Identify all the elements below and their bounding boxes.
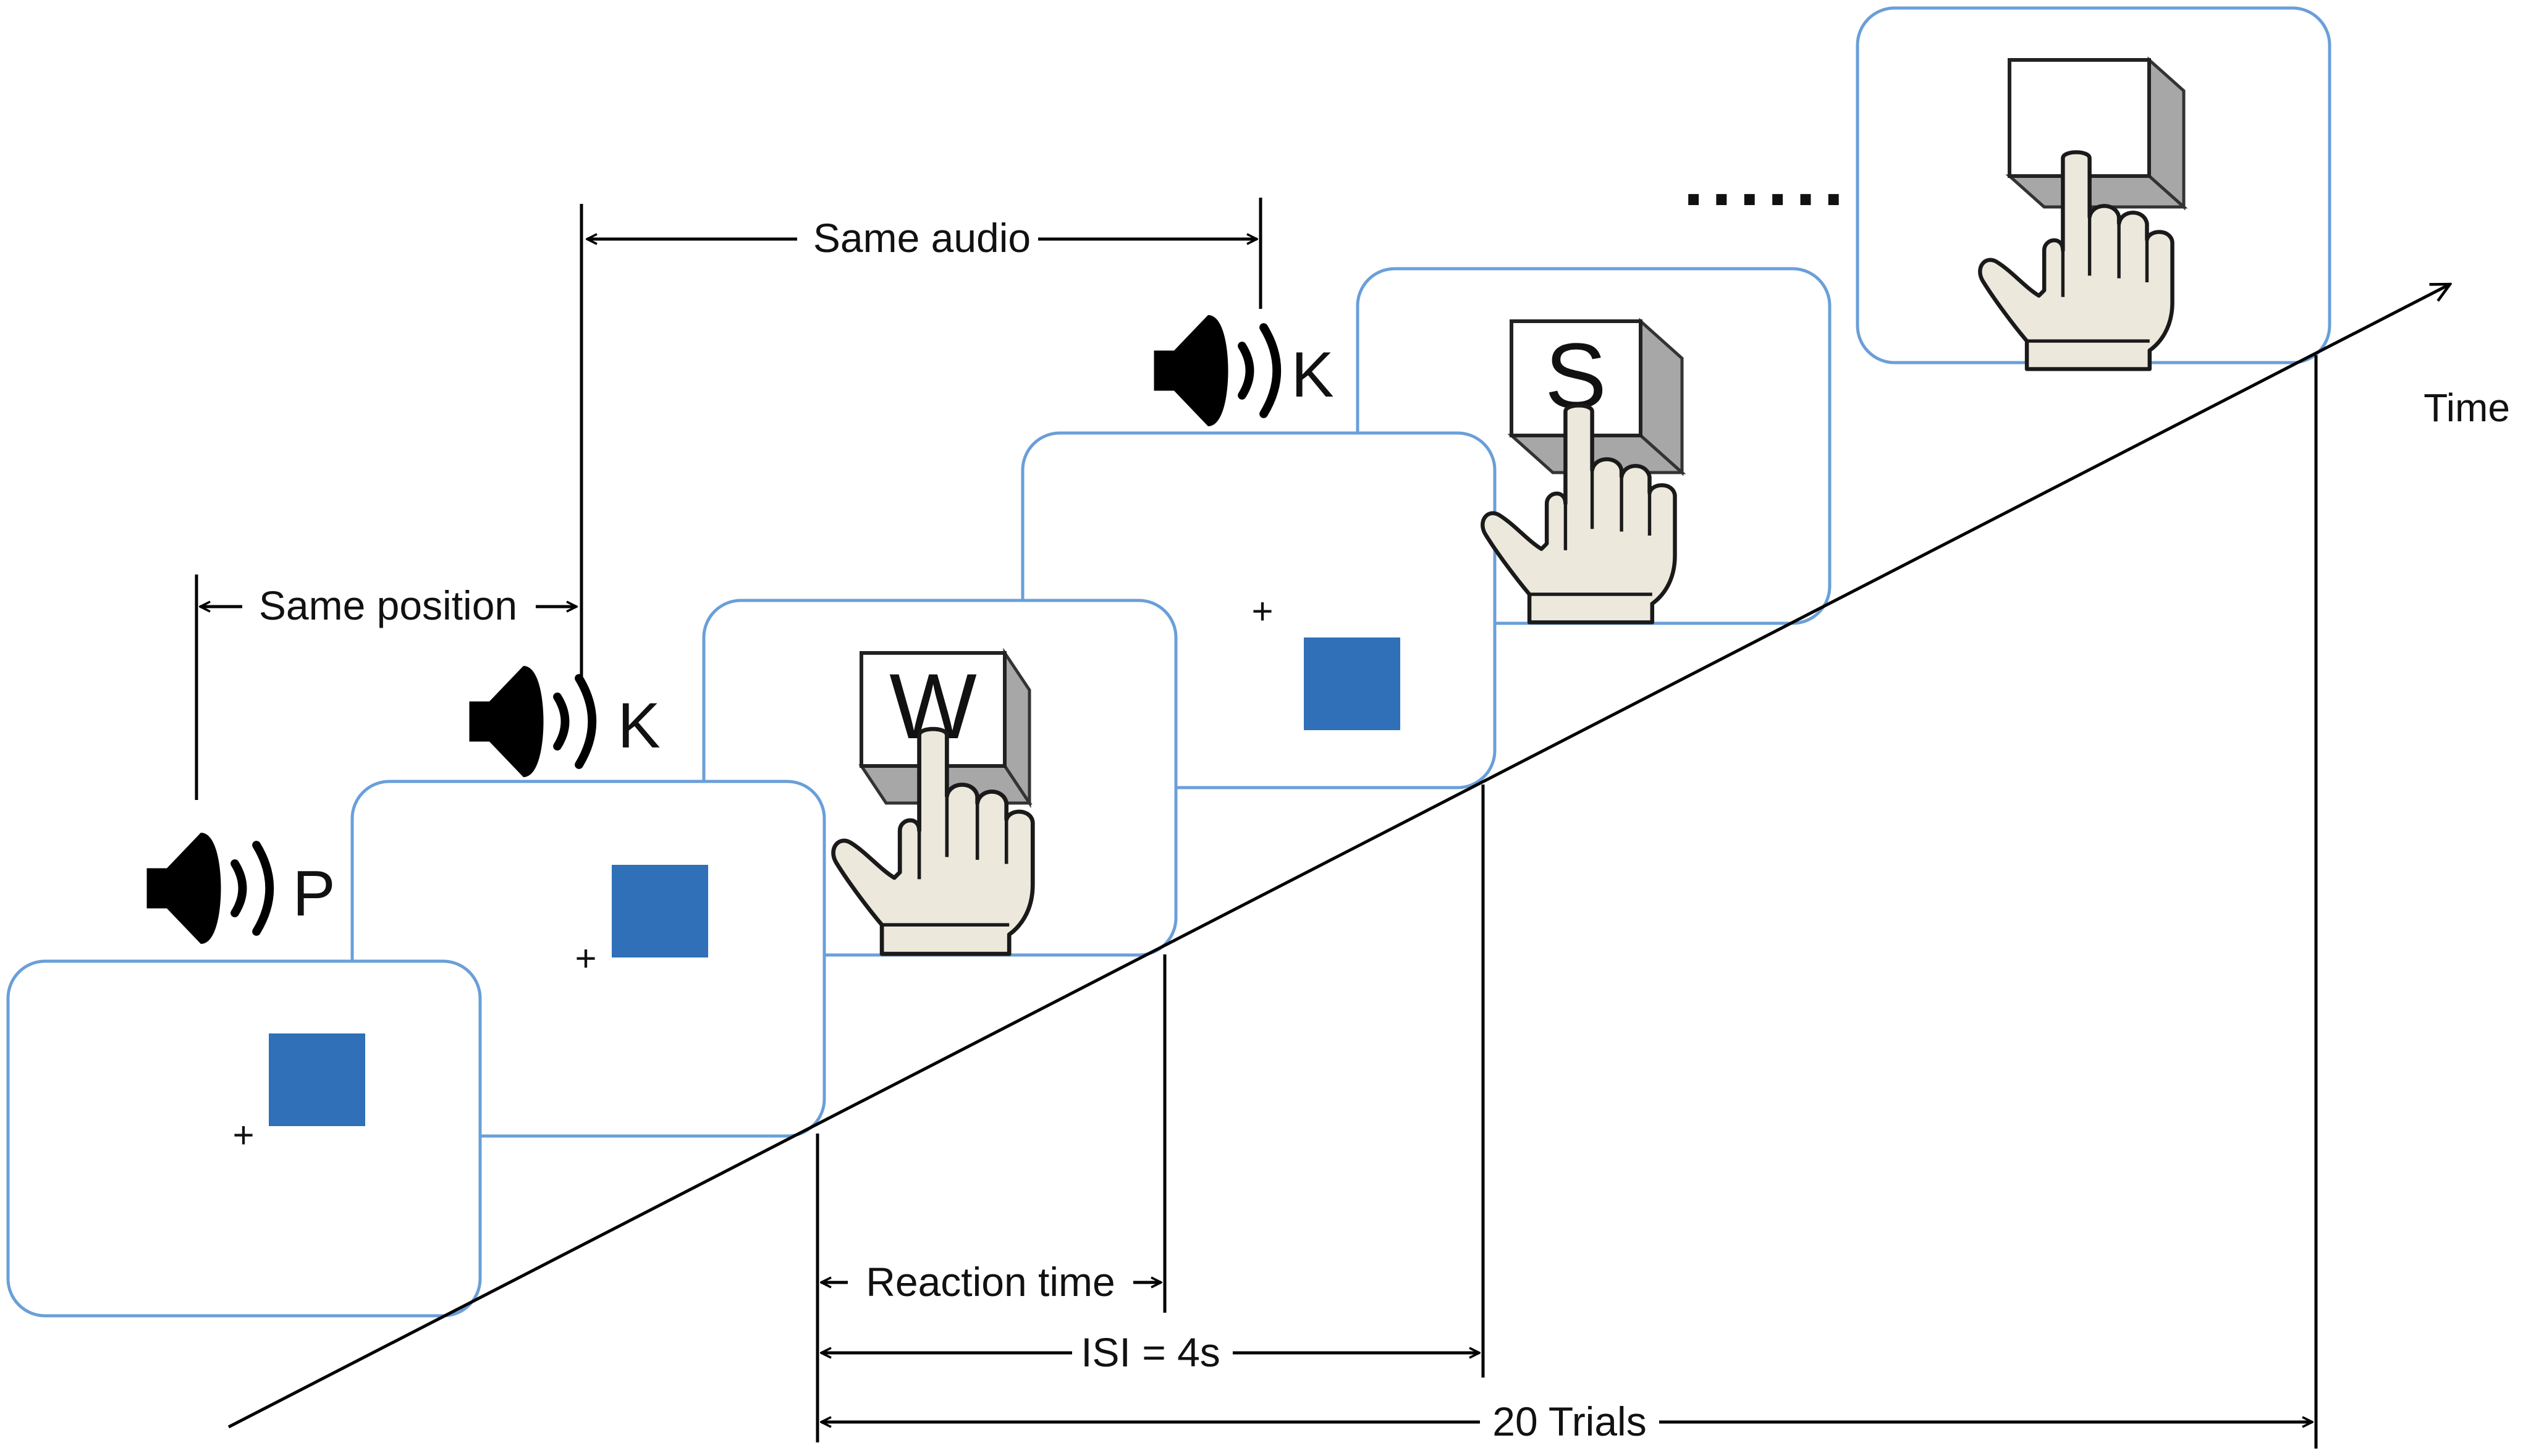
same-position-label: Same position (259, 583, 517, 628)
trials-label: 20 Trials (1492, 1399, 1646, 1444)
continuation-dots: ...... (1683, 138, 1851, 221)
isi-label: ISI = 4s (1081, 1329, 1220, 1375)
time-axis (227, 284, 2450, 1429)
fixation-cross-1: + (232, 1114, 254, 1156)
time-axis-label: Time (2424, 385, 2510, 430)
reference-lines (195, 198, 2318, 1449)
audio-letter-3: K (1291, 339, 1333, 411)
speaker-icon (147, 833, 270, 944)
audio-letter-1: P (292, 858, 335, 930)
audio-letter-2: K (617, 690, 660, 762)
keyboard-key-icon (2005, 56, 2188, 211)
speaker-icon (470, 666, 593, 777)
target-square-2 (612, 865, 708, 957)
target-square-1 (269, 1033, 365, 1126)
keyboard-key-icon: S (1507, 318, 1686, 476)
target-square-4 (1304, 638, 1400, 730)
same-audio-label: Same audio (813, 215, 1031, 261)
fixation-cross-2: + (575, 938, 596, 979)
speaker-icon (1154, 315, 1277, 426)
target-squares (269, 638, 1400, 1126)
reaction-time-label: Reaction time (866, 1259, 1115, 1305)
fixation-crosses: + + + (232, 591, 1273, 1156)
fixation-cross-4: + (1251, 591, 1273, 632)
